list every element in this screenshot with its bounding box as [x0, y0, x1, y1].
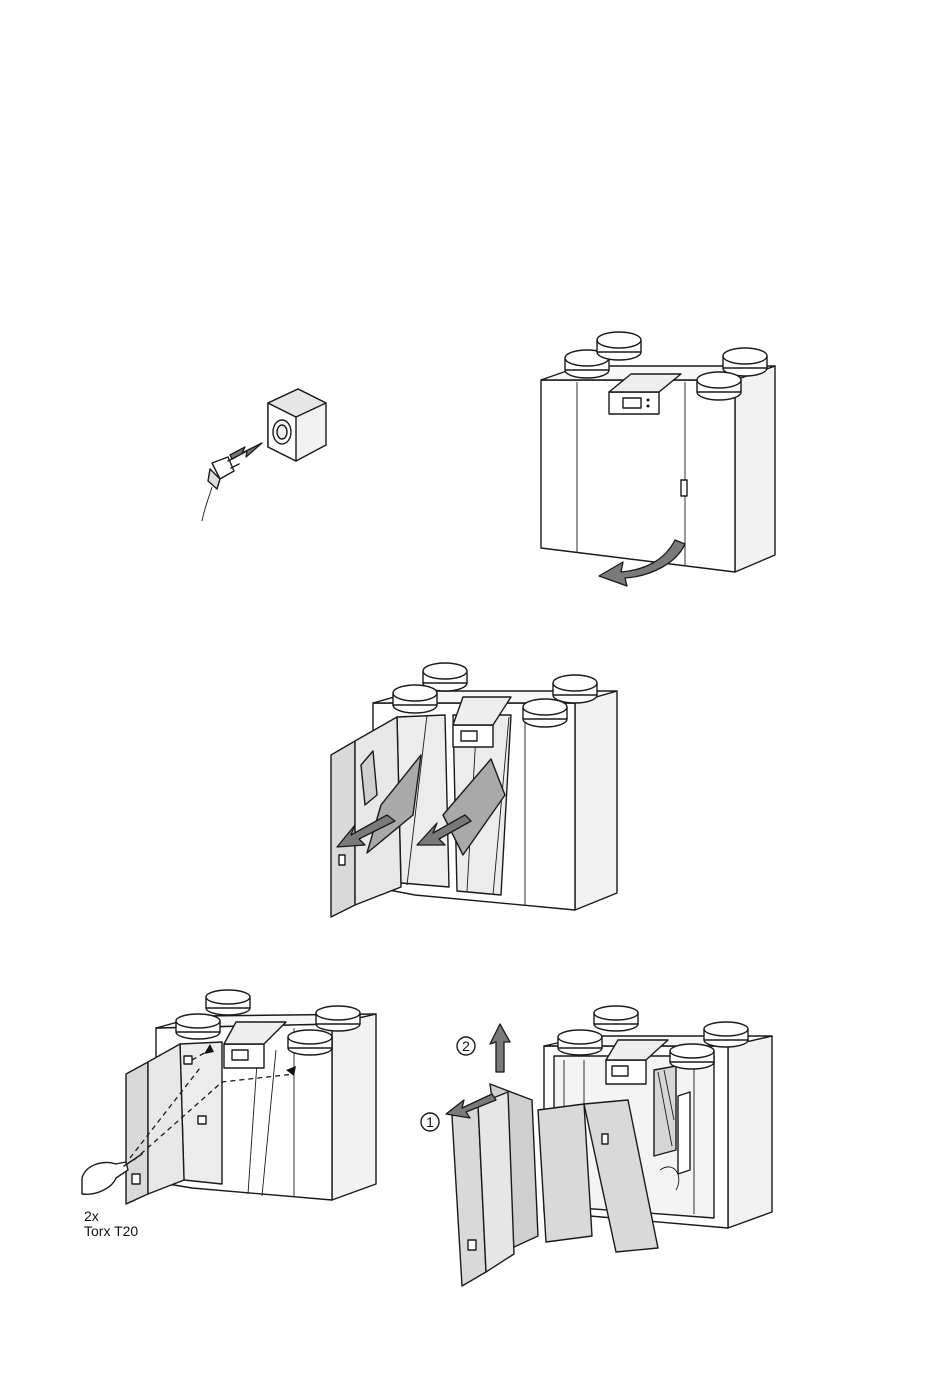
remove-panel-figure: 1 2 — [414, 1000, 778, 1290]
power-plug-socket-icon — [190, 385, 340, 525]
step-1-label: 1 — [426, 1114, 434, 1130]
unplug-figure — [190, 385, 340, 525]
unscrew-panel-figure: 2x Torx T20 — [72, 988, 382, 1238]
remove-filters-figure — [325, 655, 625, 920]
filter-removal-icon — [325, 655, 625, 920]
duct-top-back — [597, 332, 641, 360]
ventilation-unit-door-open-icon — [535, 330, 785, 595]
duct-top-right-back — [723, 348, 767, 376]
panel-removal-icon: 1 2 — [414, 1000, 778, 1290]
torx-screwdriver-icon — [72, 988, 382, 1223]
torx-tool-label: Torx T20 — [84, 1223, 138, 1240]
open-door-figure — [535, 330, 785, 595]
duct-top-right — [697, 372, 741, 400]
step-2-label: 2 — [462, 1038, 470, 1054]
